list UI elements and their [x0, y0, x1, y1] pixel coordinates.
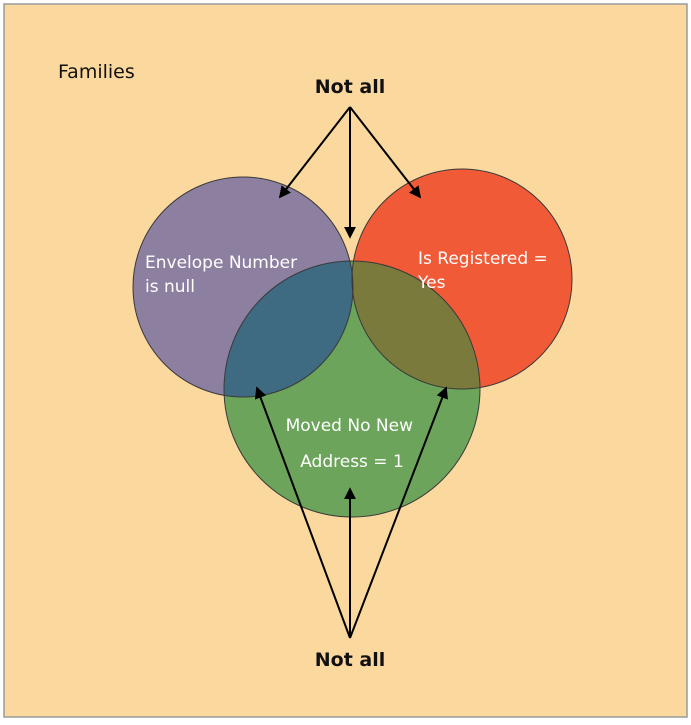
set-registered-outline — [351, 168, 573, 390]
registered-label: Is Registered = Yes — [417, 249, 553, 293]
moved-label: Moved No New Address = 1 — [286, 416, 419, 472]
set-moved-outline — [223, 260, 481, 518]
top-arrow-right — [349, 106, 422, 199]
bottom-arrow-left — [254, 386, 351, 639]
set-envelope-outline — [132, 176, 354, 398]
top-arrow-left — [278, 106, 351, 199]
bottom-not-all-label: Not all — [315, 649, 386, 671]
overlap-registered-moved — [352, 261, 480, 389]
universe-label: Families — [58, 61, 135, 83]
top-not-all-label: Not all — [315, 76, 386, 98]
bottom-arrow-right — [349, 386, 448, 639]
envelope-label: Envelope Number is null — [145, 253, 303, 297]
